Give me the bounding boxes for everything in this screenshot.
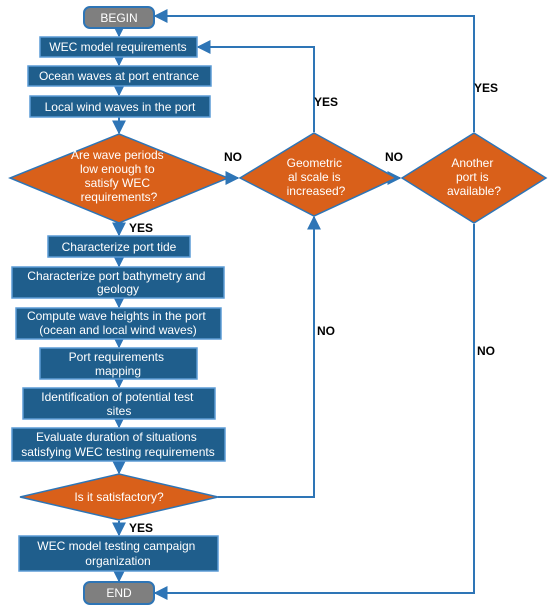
- duration-label: Evaluate duration of situations satisfyi…: [21, 430, 214, 459]
- no-another-label: NO: [477, 344, 495, 358]
- campaign-label: WEC model testing campaign organization: [37, 539, 198, 568]
- geometric-scale-label: Geometric al scale is increased?: [287, 156, 346, 198]
- ocean-waves-label: Ocean waves at port entrance: [39, 69, 199, 83]
- yes-periods-label: YES: [129, 221, 153, 235]
- satisfactory-decision: [19, 473, 219, 521]
- port-requirements-label: Port requirements mapping: [69, 350, 168, 378]
- test-sites-box: [22, 387, 216, 420]
- port-requirements-box: [39, 347, 198, 380]
- edge-another-port-to-begin: [153, 9, 475, 132]
- nodes: BEGIN WEC model requirements Ocean waves…: [8, 6, 548, 605]
- no-geometric-label: NO: [385, 150, 403, 164]
- edge-another-port-to-end: [153, 224, 475, 600]
- no-satisfactory-label: NO: [317, 324, 335, 338]
- end-terminal: [83, 581, 155, 605]
- port-tide-box: [47, 235, 191, 258]
- ocean-waves-box: [27, 65, 212, 87]
- bathymetry-label: Characterize port bathymetry and geology: [27, 269, 208, 296]
- local-wind-waves-label: Local wind waves in the port: [45, 100, 196, 114]
- duration-box: [11, 427, 226, 462]
- satisfactory-label: Is it satisfactory?: [74, 490, 164, 504]
- edge-satisfactory-to-geometric-scale: [218, 215, 321, 498]
- another-port-decision: [400, 132, 548, 224]
- connectors: [112, 9, 475, 600]
- bathymetry-box: [11, 266, 225, 299]
- wave-heights-box: [15, 307, 222, 340]
- campaign-box: [18, 535, 219, 572]
- begin-label: BEGIN: [100, 11, 137, 25]
- port-tide-label: Characterize port tide: [62, 240, 177, 254]
- wec-model-requirements-box: [39, 36, 198, 58]
- geometric-scale-decision: [238, 132, 398, 217]
- yes-geometric-label: YES: [314, 95, 338, 109]
- wave-heights-label: Compute wave heights in the port (ocean …: [27, 309, 209, 337]
- begin-terminal: [83, 6, 155, 29]
- no-periods-label: NO: [224, 150, 242, 164]
- yes-satisfactory-label: YES: [129, 521, 153, 535]
- yes-another-label: YES: [474, 81, 498, 95]
- test-sites-label: Identification of potential test sites: [41, 390, 196, 418]
- local-wind-waves-box: [29, 95, 211, 118]
- edge-geometric-scale-to-wec-req: [196, 40, 315, 132]
- edge-labels: YES YES NO NO YES NO NO YES: [129, 81, 498, 535]
- wec-model-requirements-label: WEC model requirements: [49, 40, 186, 54]
- wave-periods-label: Are wave periods low enough to satisfy W…: [71, 148, 167, 204]
- wave-periods-decision: [8, 133, 230, 224]
- another-port-label: Another port is available?: [447, 156, 501, 198]
- end-label: END: [106, 586, 132, 600]
